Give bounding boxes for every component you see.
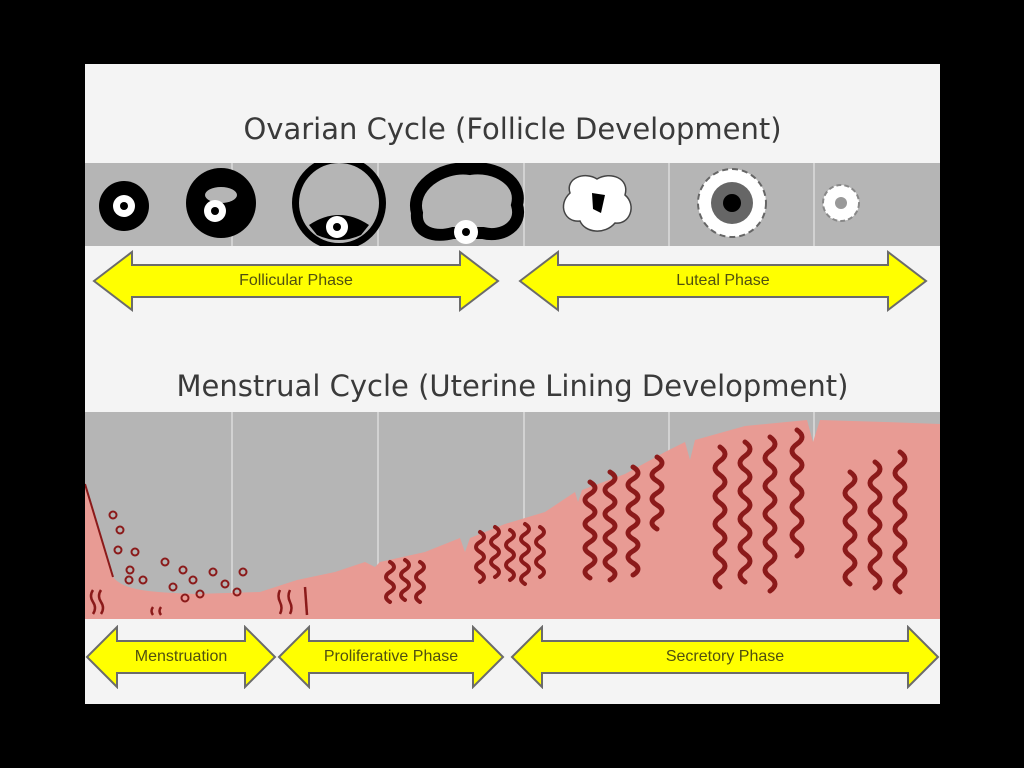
secondary-follicle-icon [186,168,256,238]
primary-follicle-icon [99,181,149,231]
diagram-slide: Ovarian Cycle (Follicle Development) [85,64,940,704]
menstruation-label: Menstruation [134,648,228,665]
basal-glands [89,586,309,616]
mature-corpus-luteum-icon [697,168,767,238]
luteal-phase-label: Luteal Phase [676,272,770,289]
secretory-phase-arrow: Secretory Phase [510,625,940,689]
corpus-luteum-icon [562,174,632,232]
follicular-phase-arrow: Follicular Phase [92,250,500,312]
proliferative-phase-label: Proliferative Phase [323,648,459,665]
corpus-albicans-icon [822,184,860,222]
band-divider [523,412,525,619]
proliferative-glands [384,522,546,604]
ovarian-follicle-band [85,163,940,246]
antral-follicle-icon [292,163,386,246]
band-divider [813,163,815,246]
follicle-illustrations [99,163,860,246]
band-divider [668,163,670,246]
proliferative-phase-arrow: Proliferative Phase [277,625,505,689]
uterine-lining-band [85,412,940,619]
ovarian-cycle-title: Ovarian Cycle (Follicle Development) [243,112,782,146]
band-divider [377,412,379,619]
secretory-phase-label: Secretory Phase [665,648,785,665]
menstruation-arrow: Menstruation [85,625,277,689]
secretory-glands [582,427,908,595]
uterine-lining-illustration [85,420,940,619]
band-divider [231,412,233,619]
endometrium-layer [85,420,940,619]
follicular-phase-label: Follicular Phase [239,272,353,289]
shed-cells [108,510,248,603]
band-divider [523,163,525,246]
ovulating-follicle-icon [410,163,525,244]
menstrual-cycle-title: Menstrual Cycle (Uterine Lining Developm… [176,369,849,403]
luteal-phase-arrow: Luteal Phase [518,250,928,312]
